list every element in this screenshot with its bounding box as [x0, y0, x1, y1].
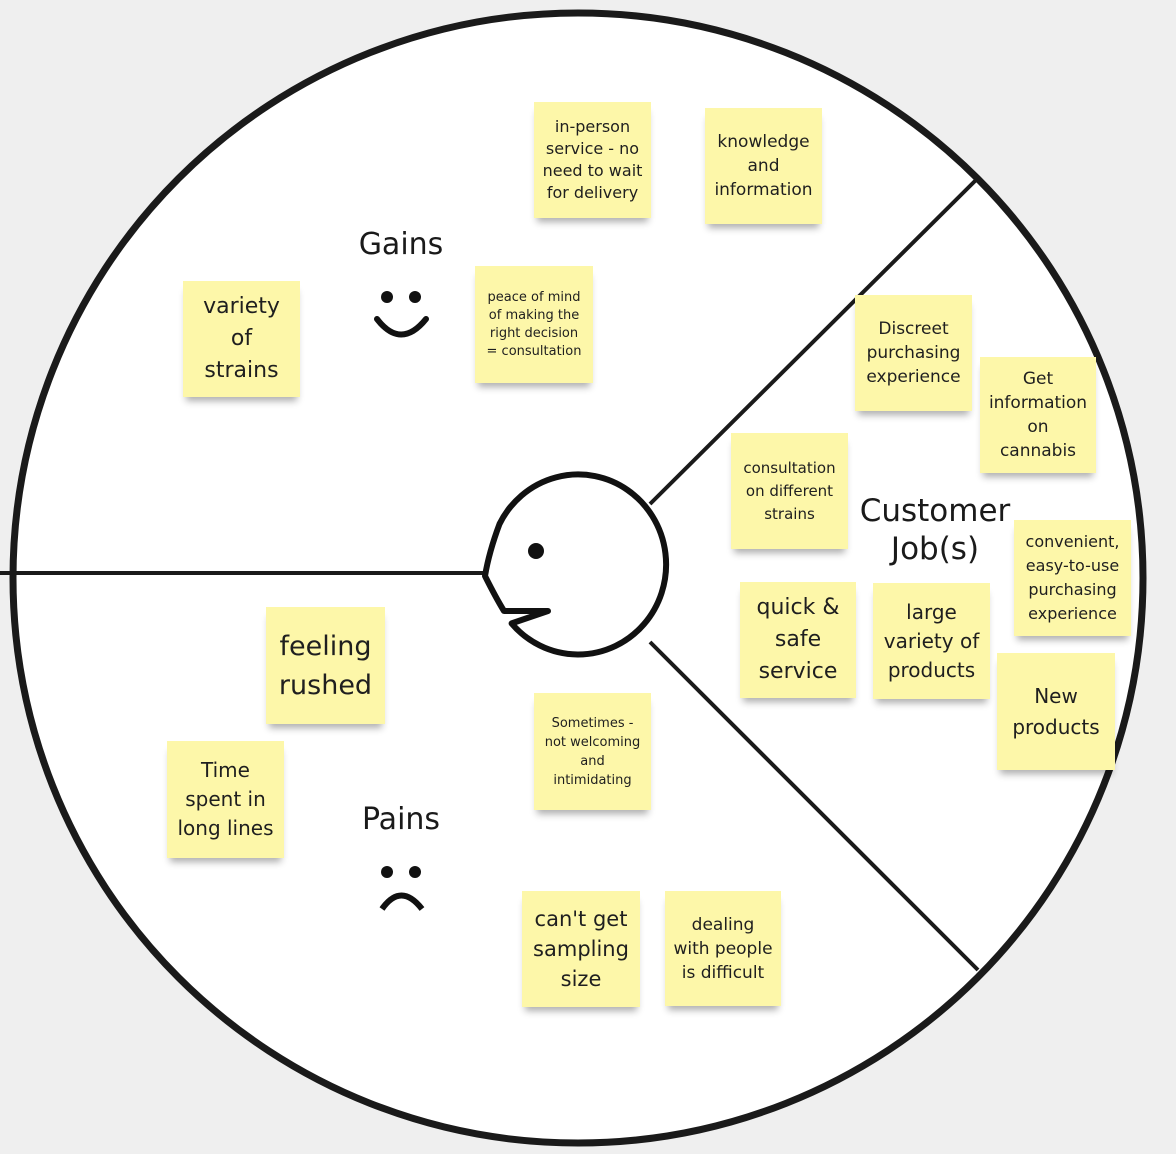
sticky-note-cant-get-sampling[interactable]: can't get sampling size — [522, 891, 640, 1007]
smiley-face-icon — [374, 291, 429, 338]
sticky-note-large-variety-products[interactable]: large variety of products — [873, 583, 990, 699]
sticky-note-discreet-purchasing[interactable]: Discreet purchasing experience — [855, 295, 972, 411]
sticky-note-time-spent-lines[interactable]: Time spent in long lines — [167, 741, 284, 858]
pains-label: Pains — [361, 802, 441, 837]
sticky-note-dealing-with-people[interactable]: dealing with people is difficult — [665, 891, 781, 1006]
sticky-note-in-person-service[interactable]: in-person service - no need to wait for … — [534, 102, 651, 218]
customer-jobs-label: Customer Job(s) — [859, 493, 1011, 567]
divider-lower-right — [648, 640, 980, 972]
sticky-note-knowledge-information[interactable]: knowledge and information — [705, 108, 822, 224]
sticky-note-new-products[interactable]: New products — [997, 653, 1115, 770]
sticky-note-peace-of-mind[interactable]: peace of mind of making the right decisi… — [475, 266, 593, 383]
sticky-note-get-information[interactable]: Get information on cannabis — [980, 357, 1096, 473]
divider-upper-right — [648, 176, 980, 506]
gains-label: Gains — [358, 227, 444, 262]
frowning-face-icon — [379, 866, 425, 911]
sticky-note-convenient-purchasing[interactable]: convenient, easy-to-use purchasing exper… — [1014, 520, 1131, 636]
customer-profile-head-icon — [482, 471, 670, 658]
sticky-note-feeling-rushed[interactable]: feeling rushed — [266, 607, 385, 724]
sticky-note-variety-of-strains[interactable]: variety of strains — [183, 281, 300, 397]
sticky-note-not-welcoming[interactable]: Sometimes - not welcoming and intimidati… — [534, 693, 651, 810]
sticky-note-quick-safe-service[interactable]: quick & safe service — [740, 582, 856, 698]
sticky-note-consultation-strains[interactable]: consultation on different strains — [731, 433, 848, 549]
